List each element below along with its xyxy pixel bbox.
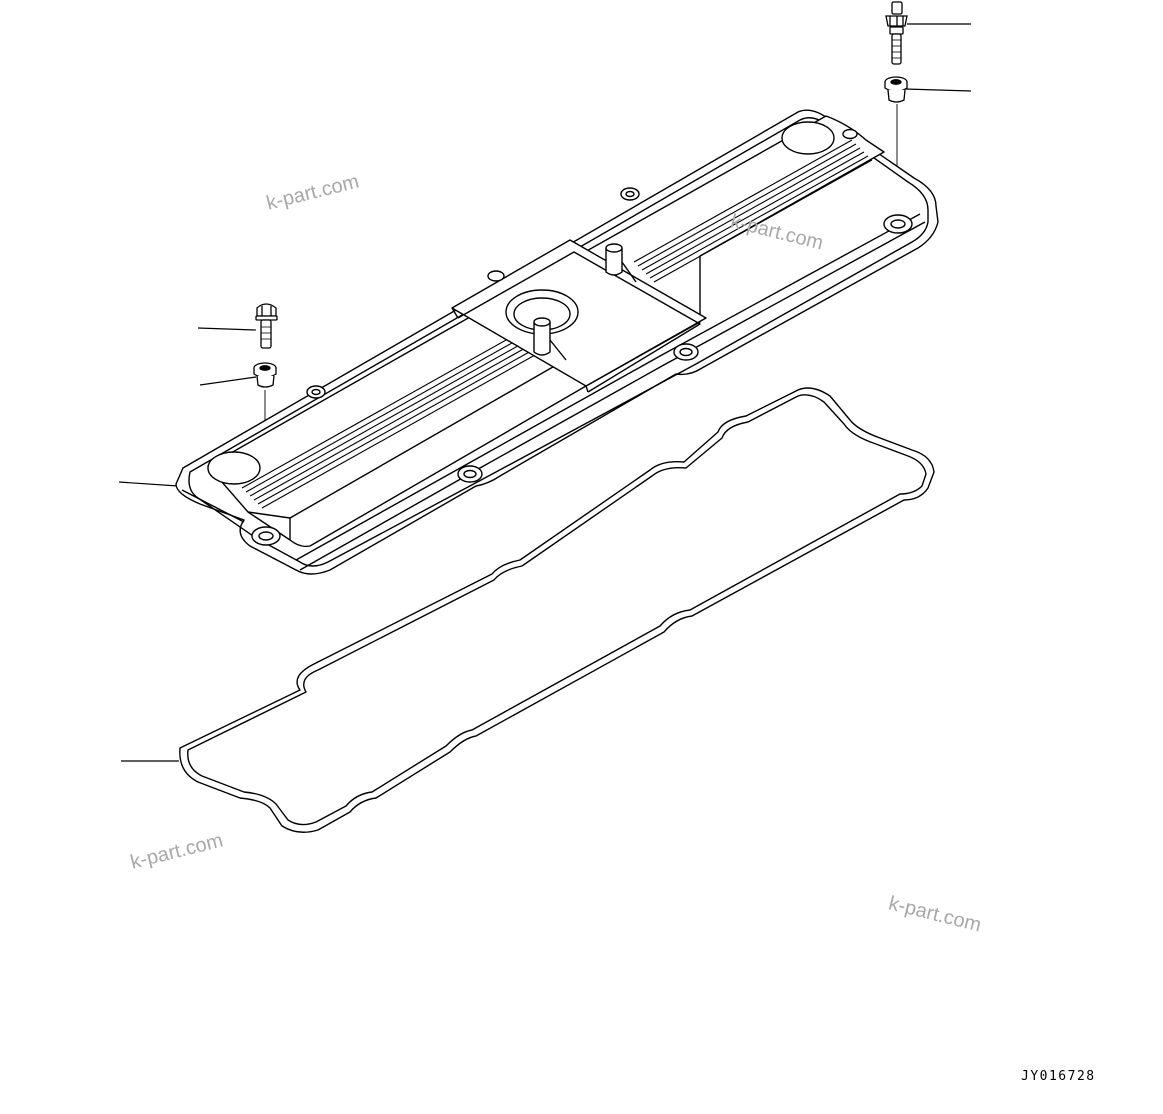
- lower-spacer: [253, 362, 277, 388]
- leader-lines: [118, 23, 972, 762]
- leader-line-lower-bolt: [197, 327, 257, 331]
- leader-line-upper-spacer: [904, 88, 972, 92]
- upper-spacer: [884, 76, 908, 103]
- leader-line-lower-spacer: [199, 376, 257, 386]
- leader-line-head-cover: [118, 481, 179, 487]
- cylinder-head-cover: [175, 109, 939, 575]
- lower-bolt: [255, 303, 278, 349]
- drawing-code: JY016728: [1021, 1069, 1096, 1084]
- upper-bolt: [885, 1, 908, 65]
- cover-gasket: [179, 387, 935, 833]
